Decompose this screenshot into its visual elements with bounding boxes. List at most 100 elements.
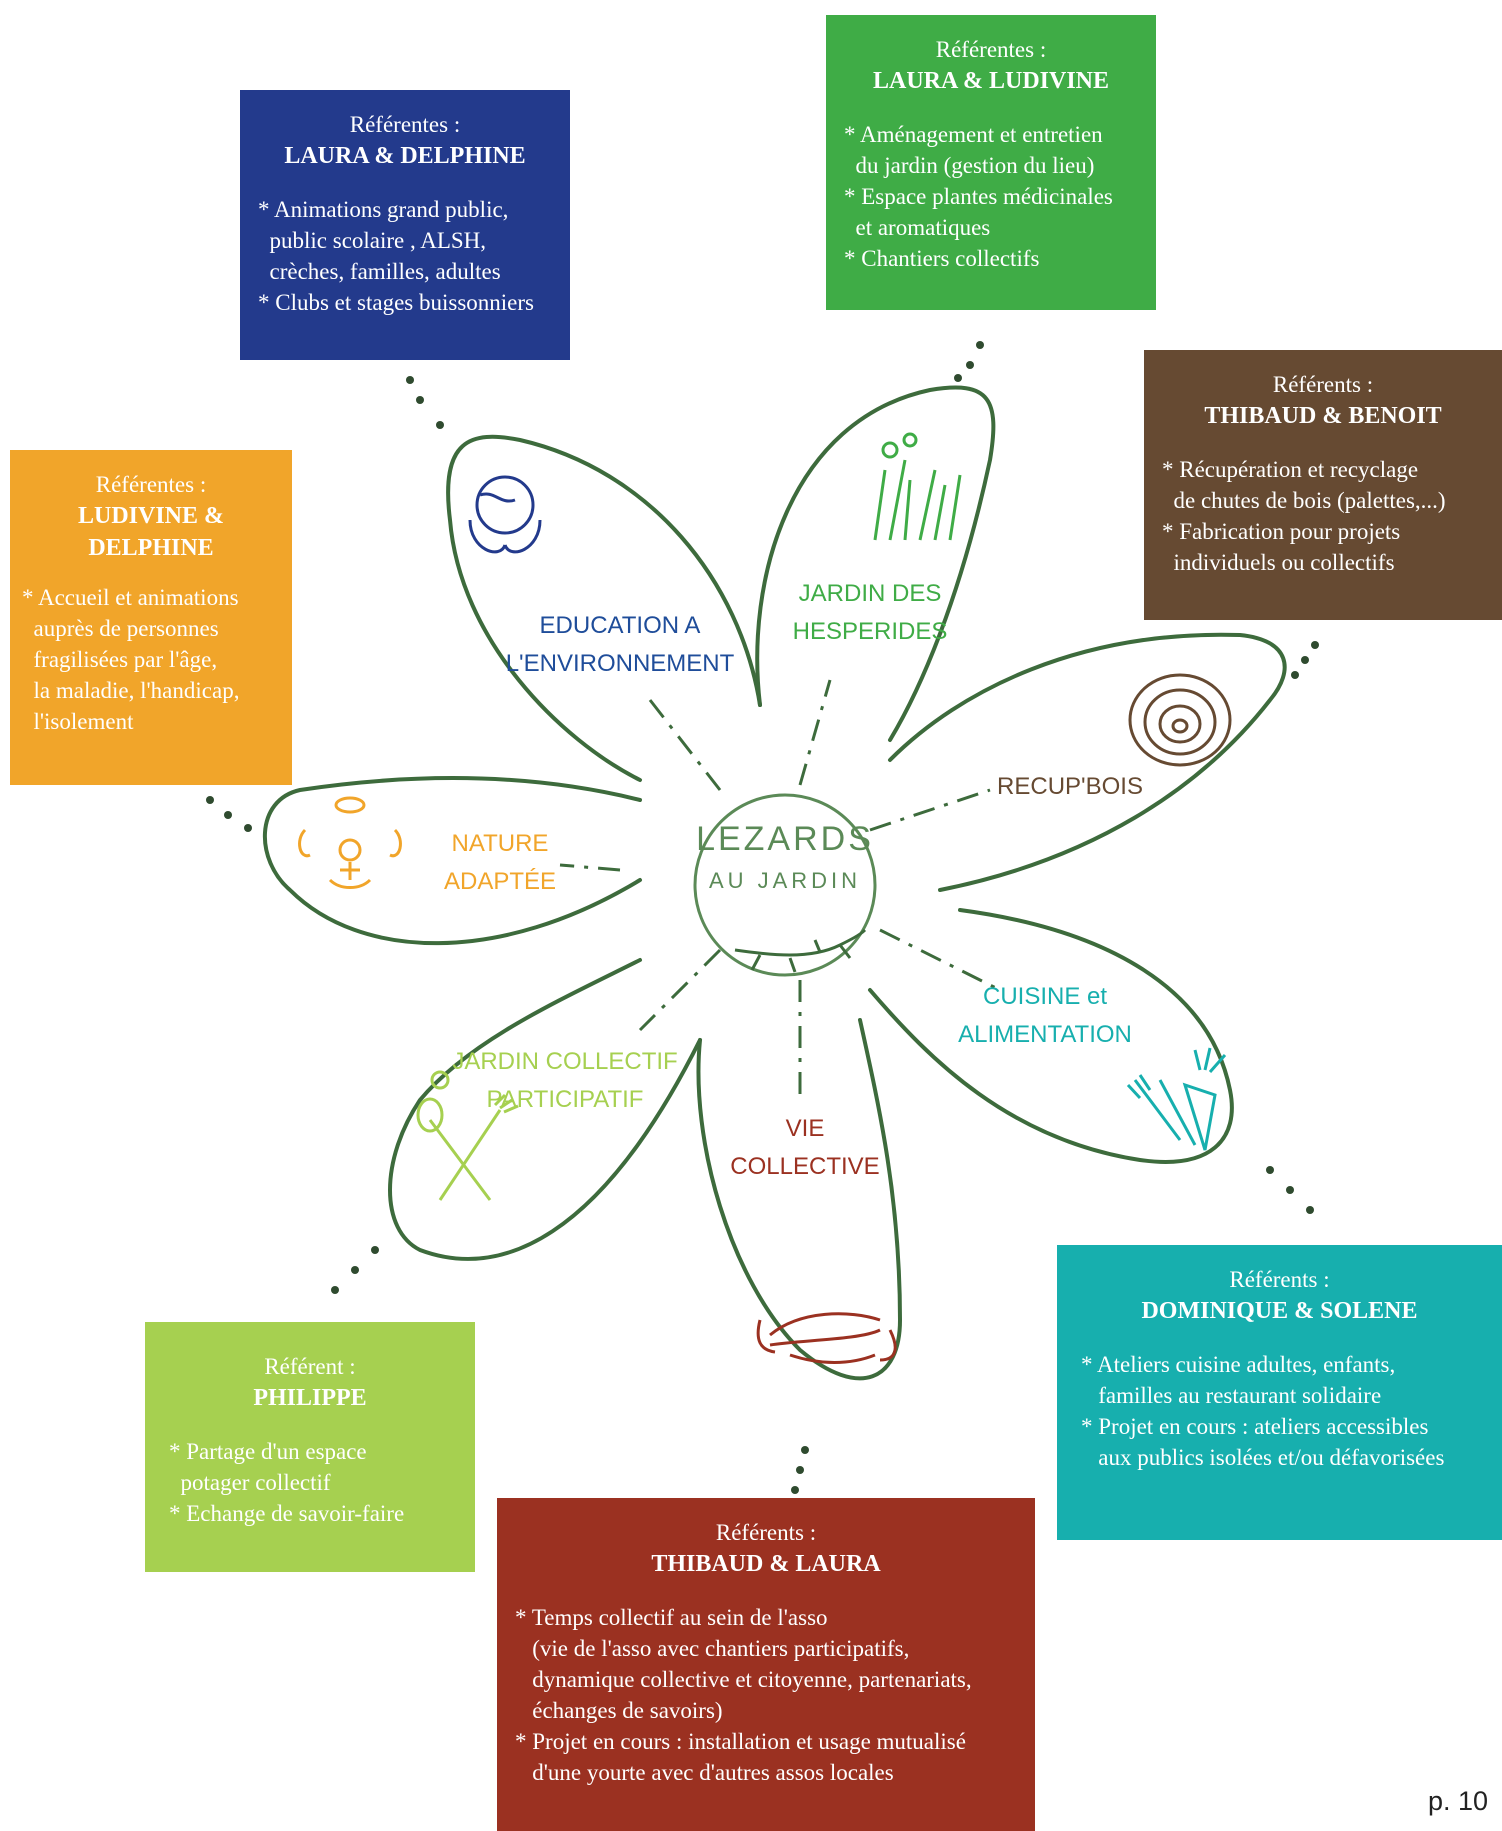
box-nature-items: * Accueil et animations auprès de person…	[22, 582, 280, 737]
petal-cuisine	[868, 908, 1234, 1164]
petal-vie	[696, 1018, 902, 1381]
list-item: crèches, familles, adultes	[258, 259, 501, 284]
list-item: * Accueil et animations	[22, 585, 239, 610]
label-hesperides-line2: HESPERIDES	[792, 618, 948, 645]
label-cuisine-line1: CUISINE et	[982, 983, 1108, 1010]
box-vie-names: THIBAUD & LAURA	[651, 1551, 881, 1577]
box-education-items: * Animations grand public, public scolai…	[258, 194, 552, 318]
list-item: fragilisées par l'âge,	[22, 647, 218, 672]
joined-hands-icon	[756, 1312, 897, 1364]
box-collectif: Référent : PHILIPPE * Partage d'un espac…	[145, 1322, 475, 1572]
tree-rings-icon	[1128, 673, 1232, 767]
box-nature-ref: Référentes :	[95, 472, 207, 497]
list-item: * Chantiers collectifs	[844, 246, 1040, 271]
label-education-line1: EDUCATION A	[539, 612, 701, 639]
list-item: * Projet en cours : installation et usag…	[515, 1729, 966, 1754]
label-hesperides-line1: JARDIN DES	[798, 580, 942, 607]
label-cuisine-line2: ALIMENTATION	[958, 1021, 1132, 1048]
label-collectif-line2: PARTICIPATIF	[486, 1086, 644, 1113]
label-nature-line2: ADAPTÉE	[443, 868, 557, 895]
logo-line2: AU JARDIN	[708, 868, 862, 893]
label-nature-line1: NATURE	[451, 830, 549, 857]
box-collectif-items: * Partage d'un espace potager collectif …	[169, 1436, 451, 1529]
page-number: p. 10	[1427, 1786, 1488, 1816]
list-item: * Espace plantes médicinales	[844, 184, 1113, 209]
list-item: * Projet en cours : ateliers accessibles	[1081, 1414, 1429, 1439]
box-recup-ref: Référents :	[1272, 372, 1374, 397]
list-item: * Partage d'un espace	[169, 1439, 367, 1464]
label-hesperides: JARDIN DES HESPERIDES	[790, 575, 950, 651]
box-vie-ref: Référents :	[715, 1520, 817, 1545]
label-education-line2: L'ENVIRONNEMENT	[505, 650, 735, 677]
petal-hesperides	[755, 385, 996, 742]
box-recup-names: THIBAUD & BENOIT	[1204, 403, 1442, 429]
box-hesperides-ref: Référentes :	[935, 37, 1047, 62]
box-collectif-ref: Référent :	[264, 1354, 356, 1379]
box-vie: Référents : THIBAUD & LAURA * Temps coll…	[497, 1498, 1035, 1831]
list-item: public scolaire , ALSH,	[258, 228, 487, 253]
box-cuisine-names: DOMINIQUE & SOLENE	[1141, 1298, 1418, 1324]
box-cuisine: Référents : DOMINIQUE & SOLENE * Atelier…	[1057, 1245, 1502, 1540]
box-cuisine-items: * Ateliers cuisine adultes, enfants, fam…	[1071, 1349, 1488, 1473]
list-item: auprès de personnes	[22, 616, 219, 641]
grass-flowers-icon	[873, 432, 962, 541]
list-item: * Temps collectif au sein de l'asso	[515, 1605, 828, 1630]
list-item: * Animations grand public,	[258, 197, 509, 222]
list-item: * Récupération et recyclage	[1162, 457, 1419, 482]
list-item: * Ateliers cuisine adultes, enfants,	[1081, 1352, 1396, 1377]
box-nature-names-line1: LUDIVINE &	[77, 503, 224, 529]
box-education: Référentes : LAURA & DELPHINE * Animatio…	[240, 90, 570, 360]
five-senses-icon	[298, 796, 402, 889]
box-nature-names-line2: DELPHINE	[88, 535, 214, 561]
box-nature: Référentes : LUDIVINE & DELPHINE * Accue…	[10, 450, 292, 785]
petal-nature	[262, 776, 642, 946]
garden-tools-icon	[416, 1070, 519, 1201]
label-vie-line1: VIE	[785, 1115, 825, 1142]
list-item: de chutes de bois (palettes,...)	[1162, 488, 1446, 513]
label-nature: NATURE ADAPTÉE	[430, 825, 570, 901]
logo-line1: LEZARDS	[696, 820, 874, 858]
label-recup: RECUP'BOIS	[990, 768, 1150, 806]
box-hesperides-items: * Aménagement et entretien du jardin (ge…	[844, 119, 1138, 274]
box-education-ref: Référentes :	[349, 112, 461, 137]
label-vie-line2: COLLECTIVE	[730, 1153, 880, 1180]
petal-education	[446, 434, 762, 782]
list-item: (vie de l'asso avec chantiers participat…	[515, 1636, 910, 1661]
list-item: d'une yourte avec d'autres assos locales	[515, 1760, 894, 1785]
label-cuisine: CUISINE et ALIMENTATION	[950, 978, 1140, 1054]
box-education-names: LAURA & DELPHINE	[284, 143, 526, 169]
box-hesperides-names: LAURA & LUDIVINE	[872, 68, 1110, 94]
label-vie: VIE COLLECTIVE	[725, 1110, 885, 1186]
list-item: dynamique collective et citoyenne, parte…	[515, 1667, 972, 1692]
list-item: * Fabrication pour projets	[1162, 519, 1401, 544]
label-recup-line1: RECUP'BOIS	[997, 773, 1143, 800]
box-recup-items: * Récupération et recyclage de chutes de…	[1162, 454, 1484, 578]
list-item: la maladie, l'handicap,	[22, 678, 240, 703]
list-item: échanges de savoirs)	[515, 1698, 723, 1723]
list-item: * Clubs et stages buissonniers	[258, 290, 534, 315]
list-item: * Aménagement et entretien	[844, 122, 1103, 147]
earth-hands-icon	[468, 475, 542, 554]
lizard-icon	[734, 928, 867, 973]
list-item: * Echange de savoir-faire	[169, 1501, 405, 1526]
box-recup: Référents : THIBAUD & BENOIT * Récupérat…	[1144, 350, 1502, 620]
label-collectif: JARDIN COLLECTIF PARTICIPATIF	[450, 1043, 680, 1119]
box-hesperides: Référentes : LAURA & LUDIVINE * Aménagem…	[826, 15, 1156, 310]
box-vie-items: * Temps collectif au sein de l'asso (vie…	[515, 1602, 1017, 1788]
list-item: et aromatiques	[844, 215, 991, 240]
petal-recup	[888, 632, 1287, 892]
petal-collectif	[388, 958, 702, 1261]
box-collectif-names: PHILIPPE	[253, 1385, 367, 1411]
list-item: individuels ou collectifs	[1162, 550, 1395, 575]
list-item: potager collectif	[169, 1470, 331, 1495]
cutlery-carrot-icon	[1126, 1047, 1227, 1151]
label-collectif-line1: JARDIN COLLECTIF	[452, 1048, 678, 1075]
list-item: du jardin (gestion du lieu)	[844, 153, 1095, 178]
list-item: l'isolement	[22, 709, 134, 734]
center-circle	[693, 793, 877, 977]
list-item: aux publics isolées et/ou défavorisées	[1081, 1445, 1445, 1470]
label-education: EDUCATION A L'ENVIRONNEMENT	[495, 607, 745, 683]
list-item: familles au restaurant solidaire	[1081, 1383, 1382, 1408]
box-cuisine-ref: Référents :	[1229, 1267, 1330, 1292]
